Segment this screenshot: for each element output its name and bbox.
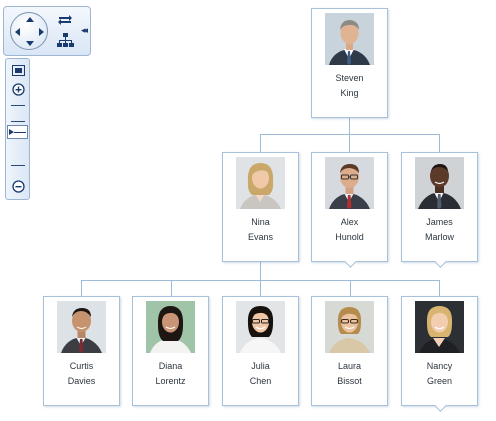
- employee-name: Nancy Green: [426, 361, 453, 386]
- employee-photo: [415, 157, 464, 209]
- pan-up-icon[interactable]: [26, 17, 34, 22]
- collapse-indicator: [434, 399, 447, 412]
- rotate-button[interactable]: [56, 12, 74, 28]
- org-node-diana-lorentz[interactable]: Diana Lorentz: [132, 296, 209, 406]
- employee-name: James Marlow: [424, 217, 454, 242]
- connector: [350, 280, 351, 296]
- connector: [349, 134, 350, 152]
- employee-name: Laura Bissot: [337, 361, 362, 386]
- zoom-panel: [5, 58, 30, 200]
- connector: [260, 280, 261, 296]
- connector: [260, 262, 261, 280]
- connector: [439, 280, 440, 296]
- employee-name: Julia Chen: [249, 361, 272, 386]
- connector: [439, 134, 440, 152]
- connector: [171, 280, 172, 296]
- employee-name: Diana Lorentz: [155, 361, 186, 386]
- layout-button[interactable]: [56, 32, 74, 48]
- connector: [349, 118, 350, 134]
- connector: [81, 280, 82, 296]
- employee-name: Steven King: [335, 73, 364, 98]
- org-layout-icon: [57, 33, 74, 47]
- employee-photo: [325, 301, 374, 353]
- employee-photo: [325, 157, 374, 209]
- zoom-in-button[interactable]: [11, 82, 25, 96]
- org-node-nina-evans[interactable]: Nina Evans: [222, 152, 299, 262]
- org-node-nancy-green[interactable]: Nancy Green: [401, 296, 478, 412]
- pan-left-icon[interactable]: [15, 28, 20, 36]
- zoom-slider-thumb[interactable]: [7, 125, 28, 139]
- employee-name: Alex Hunold: [335, 217, 364, 242]
- org-node-james-marlow[interactable]: James Marlow: [401, 152, 478, 268]
- employee-photo: [146, 301, 195, 353]
- pan-down-icon[interactable]: [26, 41, 34, 46]
- navigation-panel: ◂◂: [3, 6, 91, 56]
- connector: [260, 134, 440, 135]
- org-node-curtis-davies[interactable]: Curtis Davies: [43, 296, 120, 406]
- zoom-in-icon: [11, 82, 25, 96]
- org-node-alex-hunold[interactable]: Alex Hunold: [311, 152, 388, 268]
- rotate-icon: [58, 15, 72, 25]
- double-chevron-left-icon[interactable]: ◂◂: [81, 25, 88, 35]
- zoom-tick: [11, 121, 25, 122]
- fit-to-screen-button[interactable]: [11, 63, 25, 77]
- pan-control: [10, 12, 48, 50]
- employee-name: Curtis Davies: [67, 361, 96, 386]
- employee-photo: [236, 301, 285, 353]
- org-node-laura-bissot[interactable]: Laura Bissot: [311, 296, 388, 406]
- employee-photo: [325, 13, 374, 65]
- collapse-indicator: [344, 255, 357, 268]
- zoom-tick: [11, 165, 25, 166]
- zoom-out-icon: [11, 179, 25, 193]
- org-node-julia-chen[interactable]: Julia Chen: [222, 296, 299, 406]
- org-node-steven-king[interactable]: Steven King: [311, 8, 388, 118]
- fit-to-screen-icon: [11, 64, 25, 76]
- employee-photo: [236, 157, 285, 209]
- connector: [260, 134, 261, 152]
- employee-photo: [415, 301, 464, 353]
- zoom-out-button[interactable]: [11, 179, 25, 193]
- pan-right-icon[interactable]: [39, 28, 44, 36]
- zoom-tick: [11, 105, 25, 106]
- collapse-indicator: [434, 255, 447, 268]
- employee-photo: [57, 301, 106, 353]
- employee-name: Nina Evans: [247, 217, 273, 242]
